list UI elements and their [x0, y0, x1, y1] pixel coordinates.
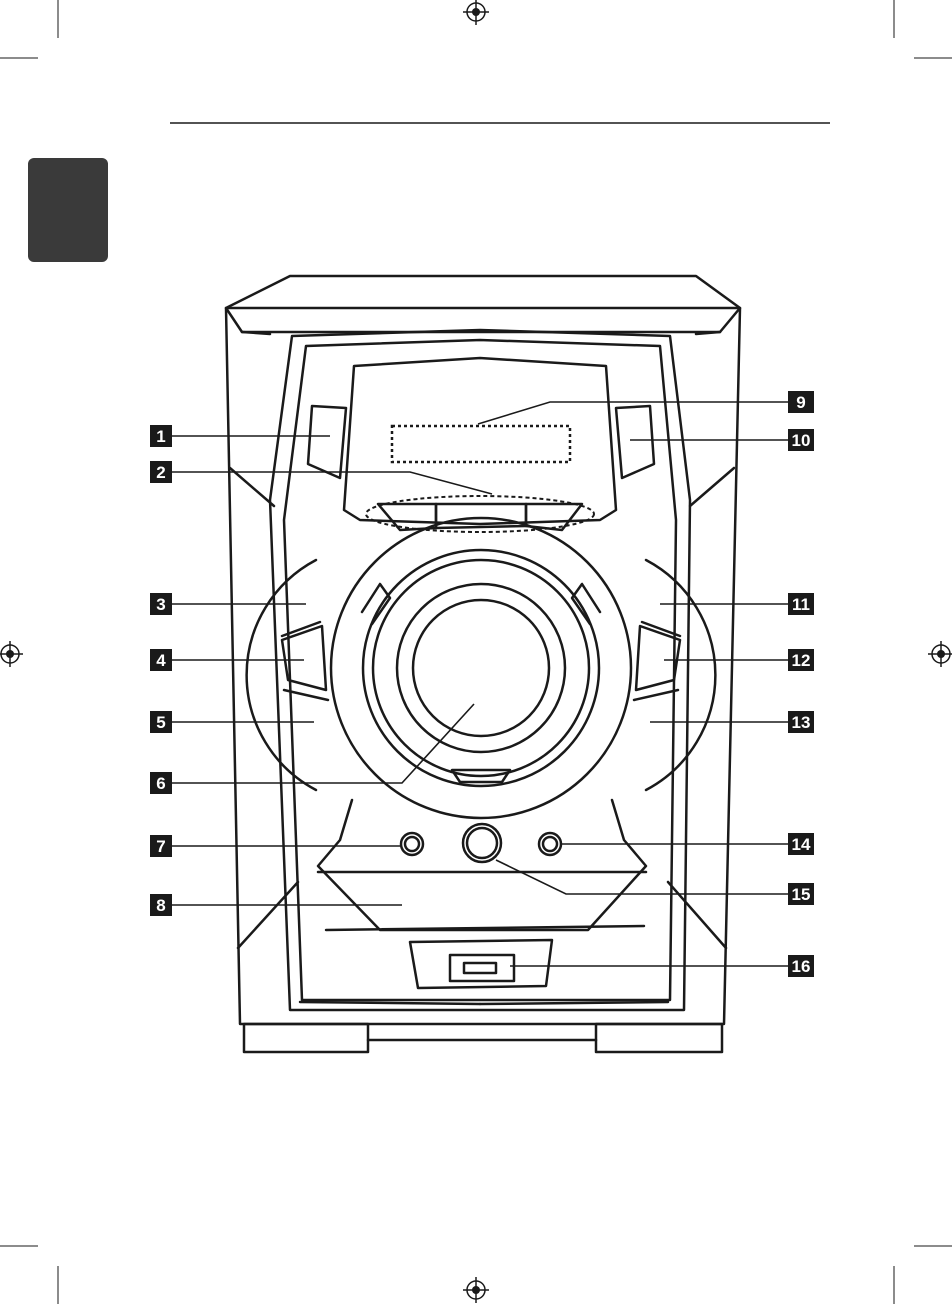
- callout-badge: 10: [788, 429, 814, 451]
- usb-port-icon: [450, 955, 514, 981]
- callout-badge: 7: [150, 835, 172, 857]
- callout-badge: 16: [788, 955, 814, 977]
- callout-badge: 2: [150, 461, 172, 483]
- callout-badge: 9: [788, 391, 814, 413]
- registration-mark-icon: [463, 0, 489, 25]
- callout-badge: 5: [150, 711, 172, 733]
- callout-badge: 1: [150, 425, 172, 447]
- svg-text:6: 6: [156, 774, 165, 793]
- svg-text:12: 12: [792, 651, 811, 670]
- chapter-tab: [28, 158, 108, 262]
- svg-text:14: 14: [792, 835, 811, 854]
- svg-text:8: 8: [156, 896, 165, 915]
- svg-text:3: 3: [156, 595, 165, 614]
- callout-badge: 13: [788, 711, 814, 733]
- callout-badge: 6: [150, 772, 172, 794]
- callout-leaders: [172, 402, 788, 966]
- svg-text:9: 9: [796, 393, 805, 412]
- callout-badge: 12: [788, 649, 814, 671]
- svg-text:10: 10: [792, 431, 811, 450]
- registration-mark-icon: [928, 641, 952, 667]
- device-illustration: [226, 276, 740, 1052]
- svg-text:1: 1: [156, 427, 165, 446]
- svg-text:5: 5: [156, 713, 165, 732]
- svg-text:13: 13: [792, 713, 811, 732]
- svg-text:16: 16: [792, 957, 811, 976]
- callout-badge: 8: [150, 894, 172, 916]
- callout-badge: 4: [150, 649, 172, 671]
- svg-text:4: 4: [156, 651, 166, 670]
- callout-badge: 15: [788, 883, 814, 905]
- callout-badge: 3: [150, 593, 172, 615]
- svg-text:11: 11: [792, 595, 810, 614]
- callout-badge: 14: [788, 833, 814, 855]
- svg-text:2: 2: [156, 463, 165, 482]
- callout-badge: 11: [788, 593, 814, 615]
- svg-text:15: 15: [792, 885, 811, 904]
- registration-mark-icon: [463, 1277, 489, 1303]
- registration-mark-icon: [0, 641, 23, 667]
- svg-text:7: 7: [156, 837, 165, 856]
